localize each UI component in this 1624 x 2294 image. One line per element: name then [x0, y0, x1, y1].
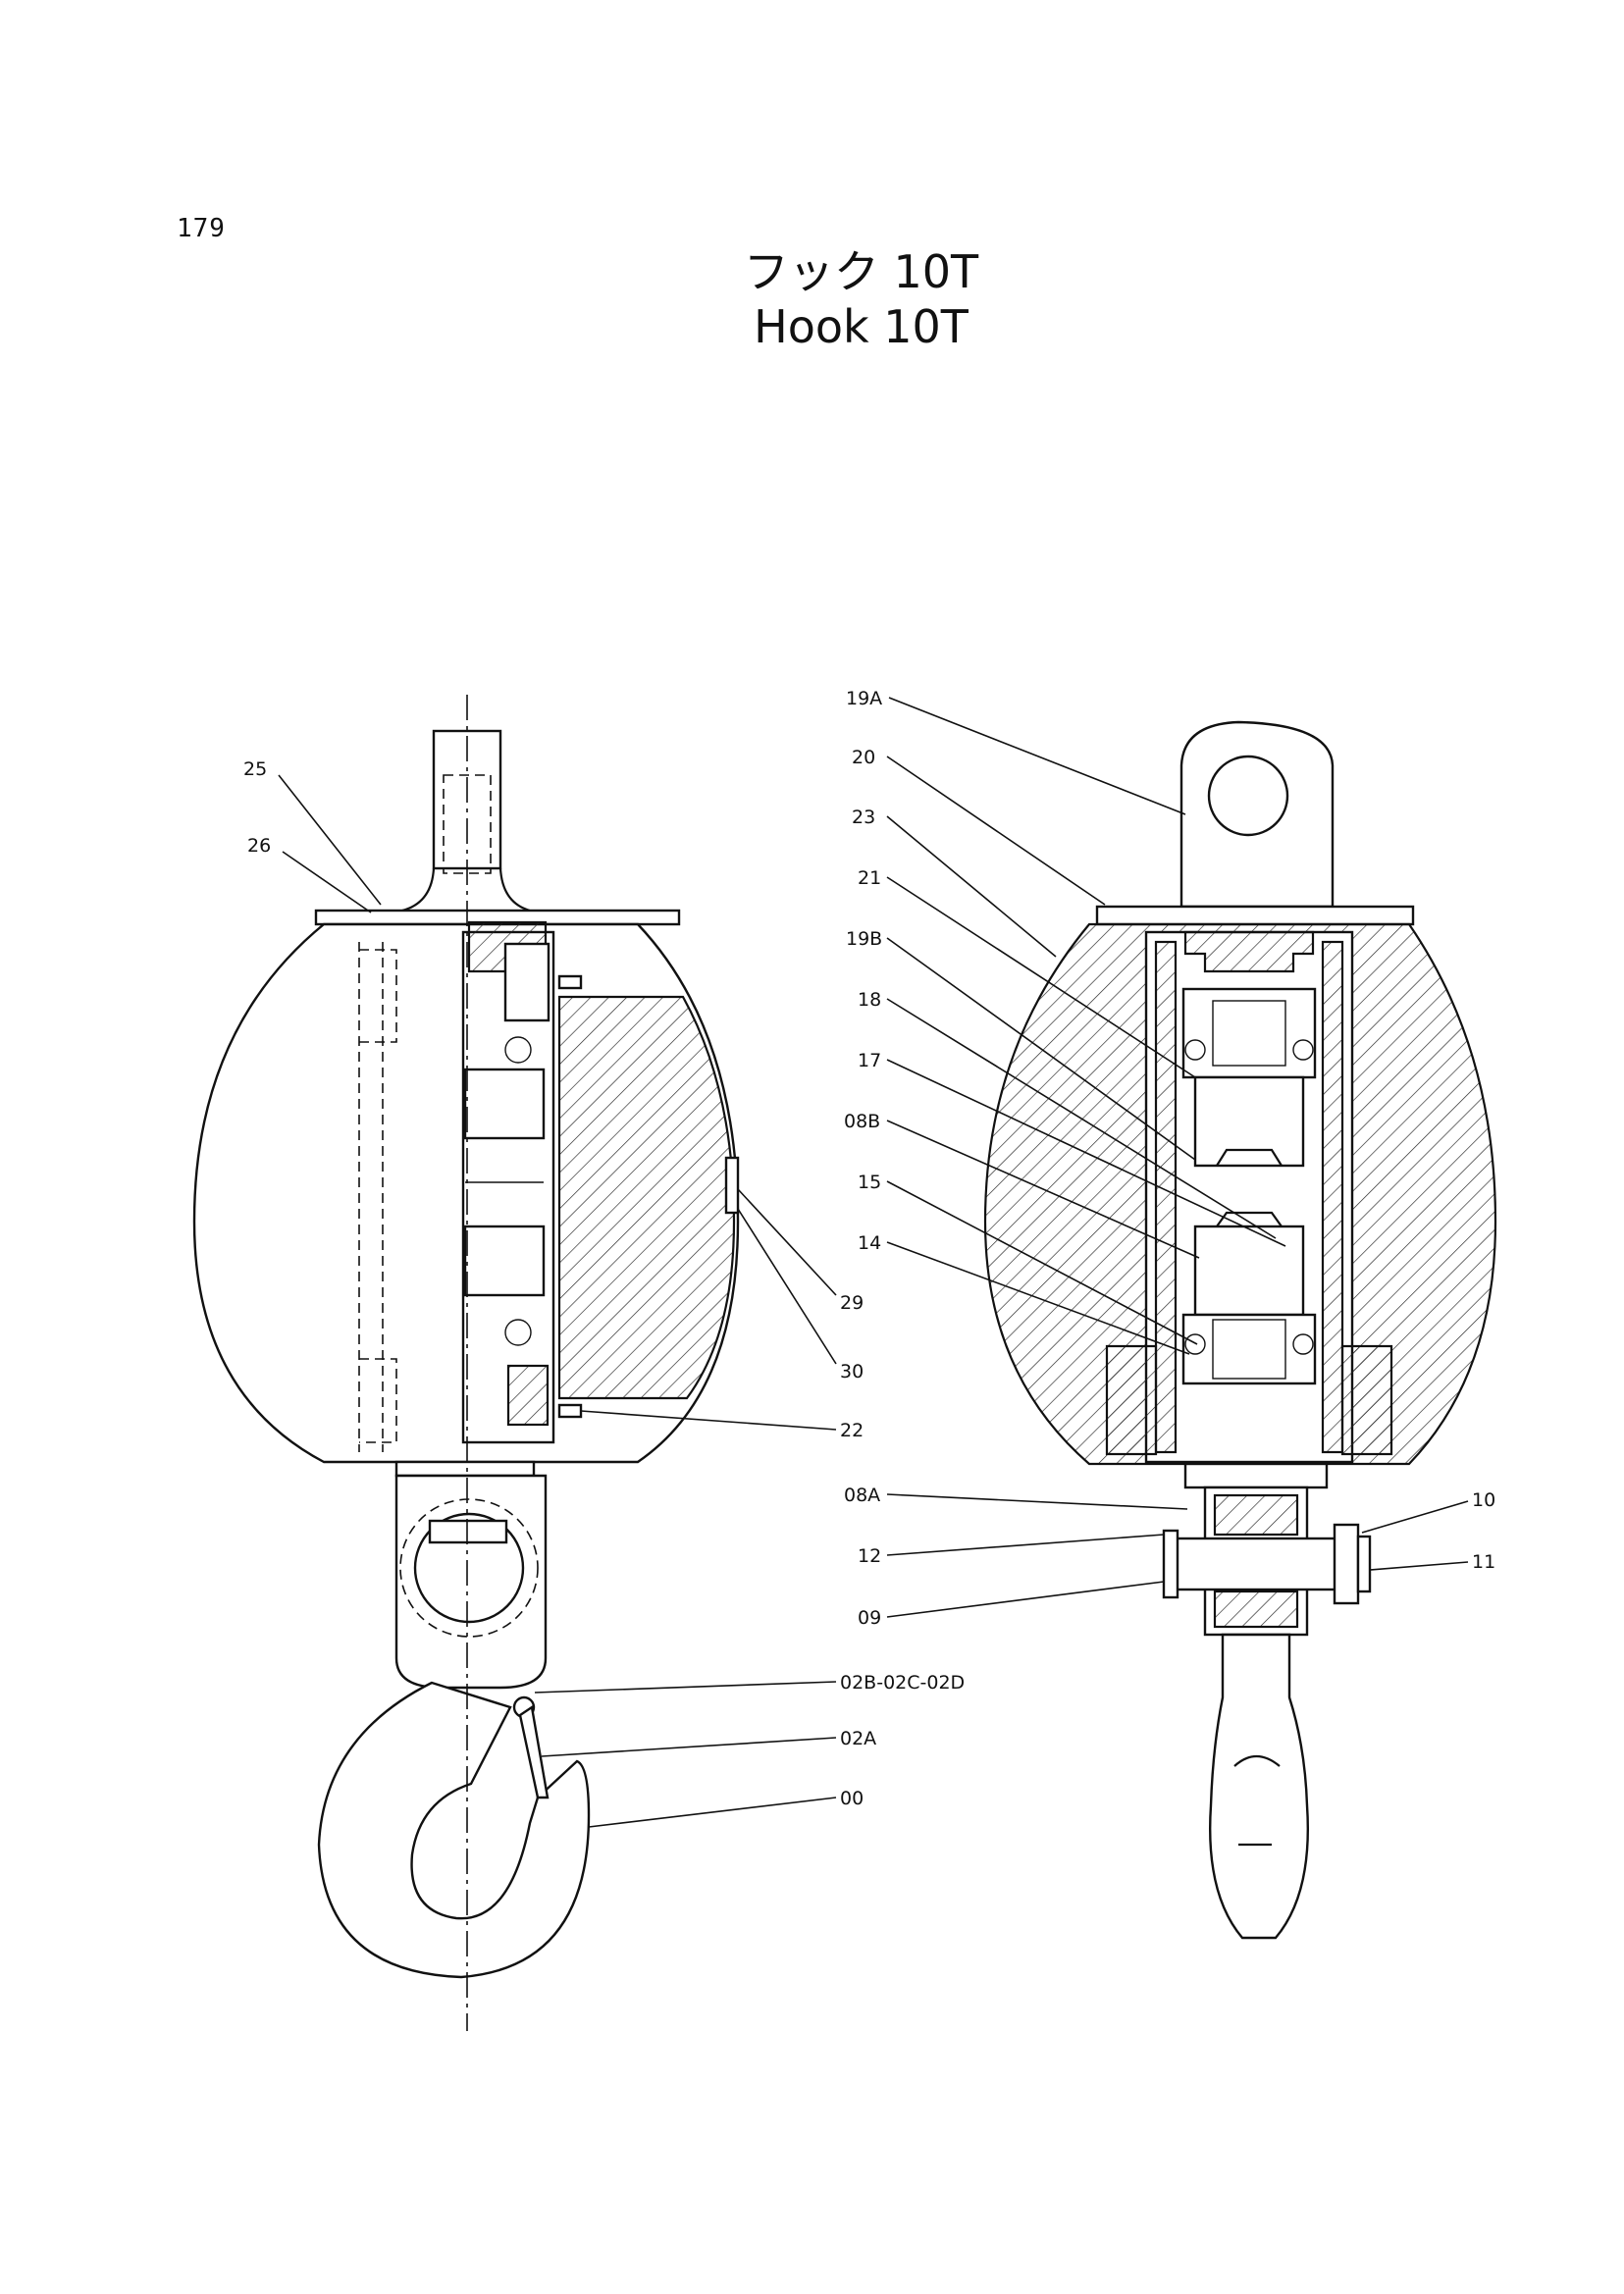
callout-20: 20 [852, 747, 875, 768]
callout-labels: 25 26 29 30 22 02B-02C-02D 02A 00 19A 20… [243, 688, 1495, 1809]
callout-26: 26 [247, 835, 271, 857]
callout-02b-02c-02d: 02B-02C-02D [840, 1672, 965, 1694]
callout-02a: 02A [840, 1728, 876, 1749]
callout-08a: 08A [844, 1485, 880, 1506]
callout-29: 29 [840, 1292, 864, 1314]
callout-09: 09 [858, 1607, 881, 1629]
callout-17: 17 [858, 1050, 881, 1071]
callout-11: 11 [1472, 1551, 1495, 1573]
page-number: 179 [177, 214, 226, 243]
callout-15: 15 [858, 1172, 881, 1193]
callout-12: 12 [858, 1545, 881, 1567]
callout-19b: 19B [846, 928, 882, 950]
callout-10: 10 [1472, 1489, 1495, 1511]
left-view [192, 695, 740, 2031]
callout-23: 23 [852, 807, 875, 828]
callout-21: 21 [858, 867, 881, 889]
callout-08b: 08B [844, 1111, 880, 1132]
title-japanese: フック 10T [743, 245, 979, 298]
callout-25: 25 [243, 758, 267, 780]
callout-22: 22 [840, 1420, 864, 1441]
callout-00: 00 [840, 1788, 864, 1809]
title-english: Hook 10T [754, 300, 969, 353]
callout-19a: 19A [846, 688, 882, 709]
right-view [983, 720, 1497, 1940]
callout-18: 18 [858, 989, 881, 1011]
callout-14: 14 [858, 1232, 881, 1254]
callout-30: 30 [840, 1361, 864, 1382]
leader-lines [278, 697, 1469, 1828]
